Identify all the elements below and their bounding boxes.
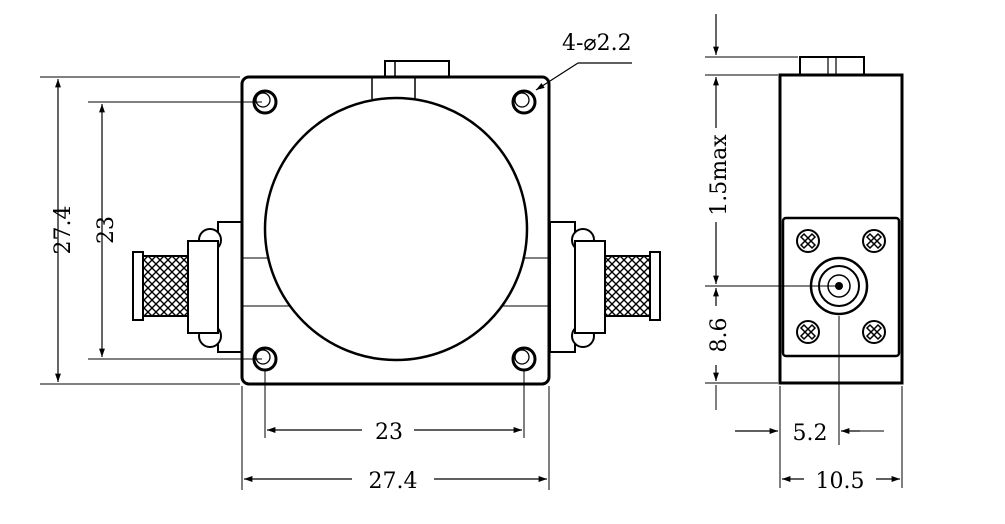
side-connector — [809, 256, 869, 316]
width-overall-label: 27.4 — [369, 469, 418, 494]
side-body — [778, 73, 904, 385]
front-view: 4-⌀2.2 27.4 23 23 27.4 — [40, 31, 661, 494]
side-connector-flange — [781, 216, 901, 358]
side-view: 1.5max 8.6 5.2 10.5 — [705, 14, 904, 494]
top-offset-label: 1.5max — [707, 134, 732, 216]
mounting-hole — [511, 89, 537, 115]
connector-height-label: 8.6 — [707, 318, 732, 353]
hole-callout: 4-⌀2.2 — [562, 31, 632, 56]
left-connector — [132, 221, 244, 353]
ferrite-disc — [263, 96, 529, 362]
right-connector — [549, 221, 661, 353]
depth-label: 10.5 — [816, 469, 865, 494]
width-holes-label: 23 — [375, 420, 403, 445]
height-holes-label: 23 — [94, 216, 119, 244]
connector-offset-label: 5.2 — [793, 421, 828, 446]
height-overall-label: 27.4 — [51, 206, 76, 255]
side-top-tab — [799, 56, 865, 76]
